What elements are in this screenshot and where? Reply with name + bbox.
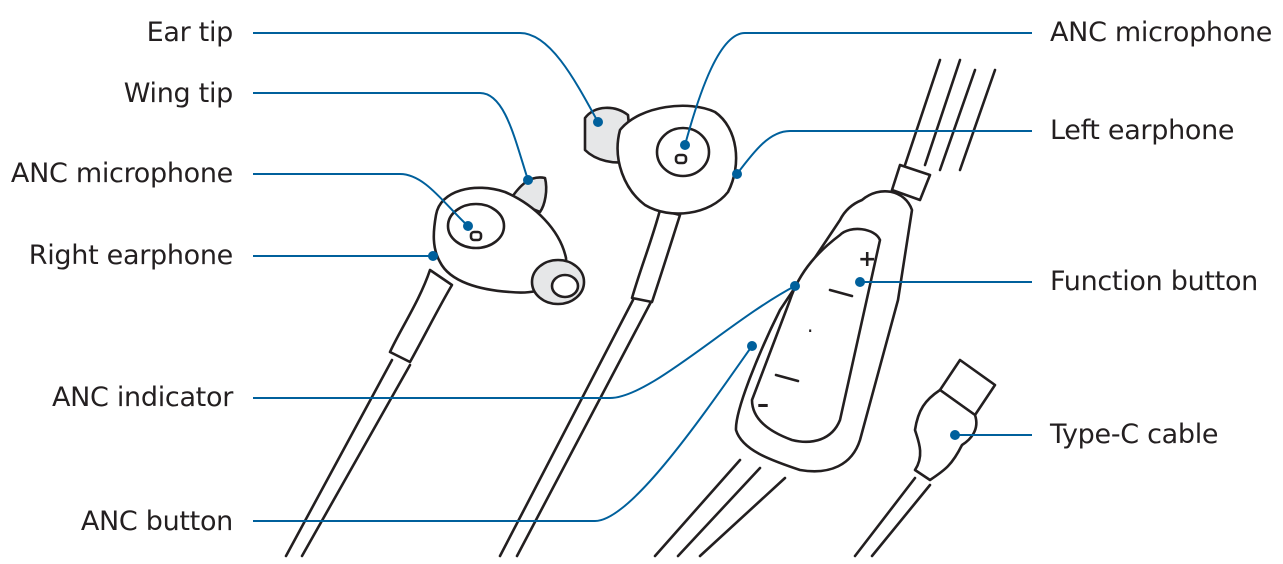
type-c-illustration [853,358,997,558]
callout-left-earphone [736,130,1032,175]
label-anc-button: ANC button [80,506,233,537]
label-anc-microphone-left: ANC microphone [1050,17,1273,48]
left-cable-line-a [498,298,635,558]
right-stem [388,268,454,364]
remote-cable-top-b [923,58,962,167]
callout-dot-ear-tip [593,117,603,127]
callout-dot-anc-mic-right [463,221,473,231]
plus-symbol: + [858,247,876,272]
callout-dot-anc-indicator [790,281,800,291]
right-ear-tip-inner [550,273,580,299]
remote-cable-top-d [958,68,997,172]
left-earphone-illustration [498,104,738,558]
callout-dot-anc-mic-left [680,140,690,150]
remote-divider-1 [828,288,854,298]
remote-cable-top-a [903,58,942,167]
callout-dot-function-button [855,277,865,287]
remote-cable-bottom-b [676,466,762,558]
callout-dot-right-earphone [428,251,438,261]
label-right-earphone: Right earphone [28,240,234,271]
right-cable-line-b [300,363,412,558]
label-left-earphone: Left earphone [1050,115,1235,146]
remote-illustration: + · – [653,58,997,558]
label-wing-tip: Wing tip [123,78,234,109]
callout-dot-anc-button [747,341,757,351]
remote-divider-2 [774,373,800,383]
remote-cable-bottom-c [698,476,787,558]
callout-dot-type-c [950,430,960,440]
label-function-button: Function button [1050,266,1258,297]
callout-wing-tip [253,92,529,181]
callout-dot-left-earphone [732,169,742,179]
minus-symbol: – [757,390,769,418]
callouts-left [253,32,800,522]
type-c-cable-b [870,483,932,558]
right-anc-microphone [446,202,506,250]
type-c-cable-a [853,476,917,558]
right-cable-line-a [284,358,394,558]
callouts-right [680,32,1032,440]
remote-button-panel [750,227,882,444]
left-cable-line-b [515,298,654,558]
label-type-c-cable: Type-C cable [1050,419,1219,450]
callout-anc-indicator [253,285,796,399]
right-earphone-illustration [284,176,586,558]
label-anc-microphone-right: ANC microphone [10,158,233,189]
callout-anc-button [253,345,753,522]
remote-collar [890,163,932,202]
dot-symbol: · [807,319,813,343]
left-anc-microphone [655,126,711,178]
label-anc-indicator: ANC indicator [51,382,233,413]
remote-cable-top-c [938,68,977,172]
callout-dot-wing-tip [523,175,533,185]
label-ear-tip: Ear tip [146,17,234,48]
type-c-housing [913,388,978,482]
right-mic-hole [469,230,483,242]
left-stem [630,208,682,304]
remote-cable-bottom-a [653,458,742,558]
callout-anc-mic-right [253,173,469,227]
left-mic-hole [674,153,688,165]
callout-ear-tip [253,32,599,123]
callout-anc-mic-left [684,32,1032,146]
